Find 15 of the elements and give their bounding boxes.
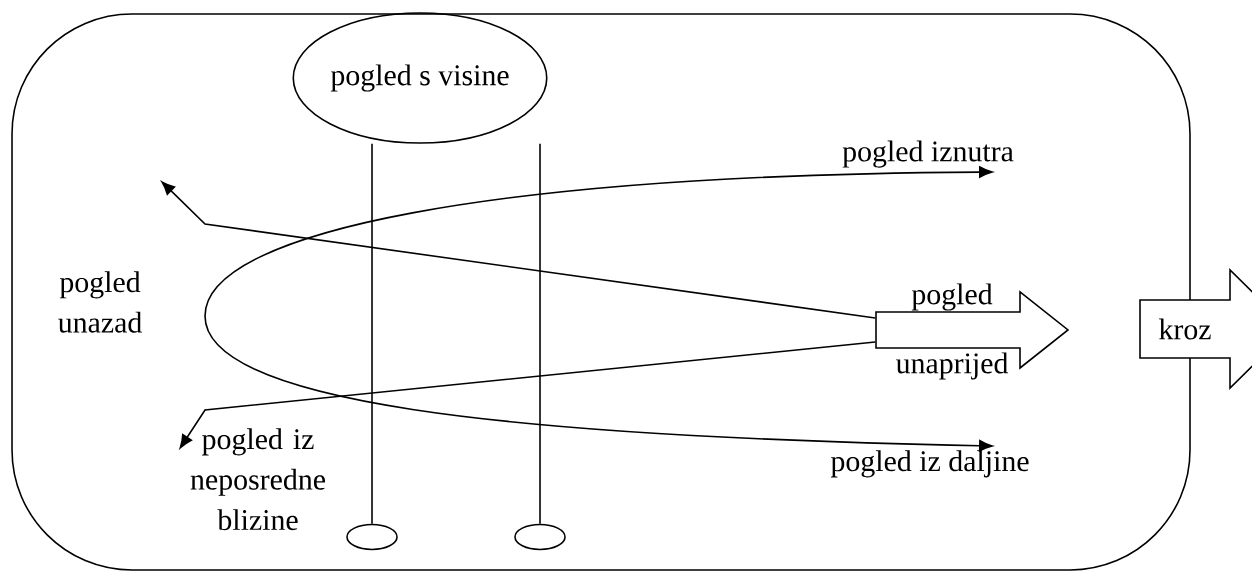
curved-arrow <box>204 166 993 452</box>
text-label: pogled unazad <box>58 271 142 333</box>
line <box>371 143 373 525</box>
arrow <box>179 341 876 449</box>
text-label: pogled iz daljine <box>830 450 1029 478</box>
text-label: pogled <box>911 283 993 311</box>
line <box>539 143 541 525</box>
small-oval <box>514 523 566 551</box>
text-label: pogled iznutra <box>842 140 1014 168</box>
small-oval <box>346 523 398 551</box>
node-label: kroz <box>1159 318 1211 340</box>
oval: pogled s visine <box>292 12 548 144</box>
text-label: pogled iz neposredne blizine <box>190 428 325 531</box>
text-label: unaprijed <box>896 352 1009 380</box>
arrow <box>161 181 876 319</box>
